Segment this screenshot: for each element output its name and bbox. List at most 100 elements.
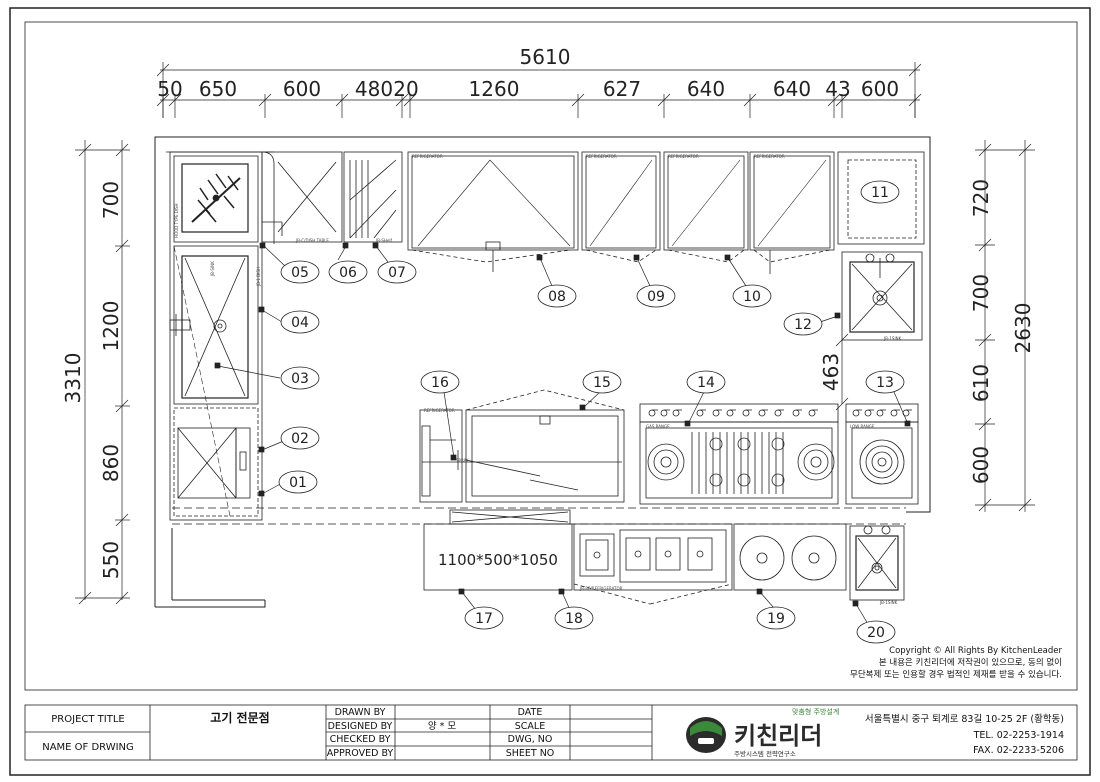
overall-width-dim: 5610	[520, 45, 571, 69]
callout-leaders	[214, 242, 911, 625]
callout-04: 04	[280, 310, 320, 334]
left-dim-860: 860	[99, 444, 123, 482]
svg-text:JB-SINK: JB-SINK	[210, 261, 215, 277]
project-title-label: PROJECT TITLE	[51, 714, 124, 725]
svg-text:REFRIGERATOR: REFRIGERATOR	[412, 154, 443, 159]
top-dim-9: 43	[825, 77, 850, 101]
cooking-line	[639, 403, 919, 505]
top-dimensions	[156, 62, 922, 118]
left-dim-1200: 1200	[99, 301, 123, 352]
callout-10: 10	[732, 284, 772, 308]
top-dim-4: 20	[393, 77, 418, 101]
svg-text:JB-1 DISH: JB-1 DISH	[256, 267, 261, 287]
callout-03: 03	[280, 366, 320, 390]
svg-text:19: 19	[767, 611, 785, 627]
top-dim-7: 640	[687, 77, 725, 101]
callout-11: 11	[860, 180, 900, 204]
left-dimensions	[75, 140, 130, 605]
callout-18: 18	[554, 606, 594, 630]
svg-text:SPRAY: SPRAY	[456, 458, 469, 463]
callout-09: 09	[636, 284, 676, 308]
company-subtitle: 주방시스템 전략연구소	[734, 749, 796, 758]
top-dim-8: 640	[773, 77, 811, 101]
callout-02: 02	[280, 426, 320, 450]
center-island	[419, 389, 625, 503]
svg-text:08: 08	[548, 289, 566, 305]
svg-text:18: 18	[565, 611, 583, 627]
svg-text:12: 12	[794, 317, 812, 333]
approved-by-label: APPROVED BY	[327, 748, 394, 759]
top-dim-5: 1260	[469, 77, 520, 101]
date-label: DATE	[518, 707, 543, 718]
svg-text:REFRIGERATOR: REFRIGERATOR	[586, 154, 617, 159]
top-dim-6: 627	[603, 77, 641, 101]
bottom-row	[172, 507, 906, 605]
right-dim-600: 600	[969, 446, 993, 484]
svg-text:REFRIGERATOR: REFRIGERATOR	[668, 154, 699, 159]
copyright-line3: 무단복제 또는 인용할 경우 법적인 제재를 받을 수 있습니다.	[850, 669, 1062, 680]
svg-text:03: 03	[291, 371, 309, 387]
svg-text:01: 01	[289, 475, 307, 491]
svg-text:11: 11	[871, 185, 889, 201]
equipment-right-column	[837, 151, 925, 341]
svg-text:05: 05	[291, 265, 309, 281]
top-dim-0: 50	[157, 77, 182, 101]
inner-frame	[24, 21, 1078, 691]
sheet-no-label: SHEET NO	[506, 748, 555, 759]
svg-text:JB-RF/REFRIGERATOR: JB-RF/REFRIGERATOR	[579, 586, 623, 591]
copyright-line2: 본 내용은 키친리더에 저작권이 있으므로, 동의 없이	[879, 657, 1062, 668]
left-dim-550: 550	[99, 541, 123, 579]
callout-15: 15	[582, 370, 622, 394]
svg-text:JB-1SINK: JB-1SINK	[879, 600, 898, 605]
svg-text:02: 02	[291, 431, 309, 447]
right-dimensions	[835, 140, 1035, 512]
svg-text:20: 20	[867, 625, 885, 641]
svg-text:HOOD TYPE DISH: HOOD TYPE DISH	[174, 203, 179, 238]
svg-text:17: 17	[475, 611, 493, 627]
callout-12: 12	[783, 312, 823, 336]
company-logo	[686, 717, 726, 753]
outer-frame	[9, 7, 1091, 776]
drawing-name-label: NAME OF DRWING	[42, 742, 134, 753]
callout-05: 05	[280, 260, 320, 284]
svg-text:LOW RANGE: LOW RANGE	[850, 424, 875, 429]
svg-text:07: 07	[388, 265, 406, 281]
callout-bubbles: 01 02 03 04 05 06 07 08 09 10 11 12 13 14 15 16 17 18 19 20	[278, 180, 905, 644]
callout-13: 13	[865, 370, 905, 394]
dwg-no-label: DWG, NO	[508, 734, 553, 745]
callout-01: 01	[278, 470, 318, 494]
top-dim-3: 480	[355, 77, 393, 101]
top-dim-10: 600	[861, 77, 899, 101]
callout-20: 20	[856, 620, 896, 644]
left-dim-700: 700	[99, 181, 123, 219]
company-name: 키친리더	[734, 722, 822, 750]
svg-text:JB-SHelf: JB-SHelf	[375, 238, 392, 243]
callout-17: 17	[464, 606, 504, 630]
callout-06: 06	[328, 260, 368, 284]
project-name: 고기 전문점	[210, 710, 269, 725]
scale-label: SCALE	[515, 721, 545, 732]
company-fax: FAX. 02-2233-5206	[973, 745, 1064, 756]
title-block	[24, 704, 1078, 761]
svg-text:13: 13	[876, 375, 894, 391]
svg-text:16: 16	[431, 375, 449, 391]
right-dim-700: 700	[969, 274, 993, 312]
designer-name: 양 * 모	[428, 721, 457, 732]
callout-14: 14	[686, 370, 726, 394]
right-dim-610: 610	[969, 364, 993, 402]
callout-08: 08	[537, 284, 577, 308]
company-tel: TEL. 02-2253-1914	[973, 730, 1064, 741]
svg-text:REFRIGERATOR: REFRIGERATOR	[754, 154, 785, 159]
copyright-line1: Copyright © All Rights By KitchenLeader	[889, 646, 1062, 656]
mid-dim-463: 463	[819, 353, 843, 391]
svg-text:JB-C/DISH TABLE: JB-C/DISH TABLE	[295, 238, 329, 243]
svg-text:14: 14	[697, 375, 715, 391]
table-size-label: 1100*500*1050	[438, 551, 558, 569]
checked-by-label: CHECKED BY	[330, 734, 391, 745]
designed-by-label: DESIGNED BY	[328, 721, 393, 732]
company-address: 서울특별시 중구 퇴계로 83길 10-25 2F (황학동)	[865, 713, 1064, 725]
callout-07: 07	[377, 260, 417, 284]
company-tagline: 맞춤형 주방설계	[792, 707, 839, 716]
svg-text:15: 15	[593, 375, 611, 391]
